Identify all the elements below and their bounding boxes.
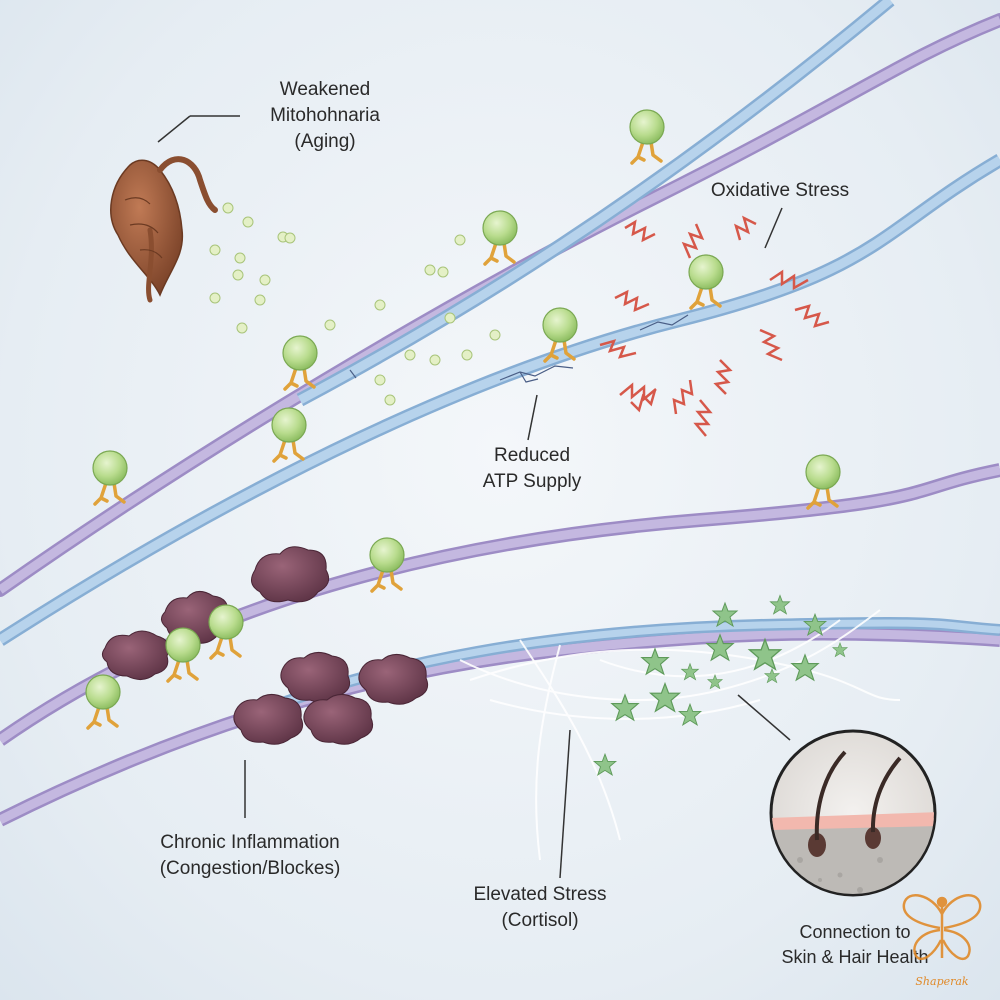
cortisol-fibers bbox=[459, 609, 901, 861]
atp-motor bbox=[369, 537, 405, 593]
label-weakened-mitochondria: Weakened Mitohohnaria (Aging) bbox=[240, 77, 410, 155]
label-line: Connection to bbox=[799, 922, 911, 942]
atp-motor bbox=[542, 307, 578, 363]
oxidative-leader bbox=[764, 207, 783, 249]
atp-leader bbox=[527, 394, 538, 441]
label-line: (Aging) bbox=[294, 131, 356, 152]
atp-motor bbox=[92, 450, 128, 506]
label-line: Elevated Stress bbox=[473, 884, 607, 905]
stress-leader bbox=[559, 729, 571, 879]
label-oxidative-stress: Oxidative Stress bbox=[690, 178, 870, 204]
skin-leader bbox=[737, 694, 791, 741]
atp-motor bbox=[85, 674, 121, 730]
atp-motor bbox=[271, 407, 307, 463]
label-line: Chronic Inflammation bbox=[160, 832, 340, 853]
atp-motor bbox=[688, 254, 724, 310]
label-line: Skin & Hair Health bbox=[781, 947, 929, 967]
label-line: Weakened bbox=[279, 79, 371, 100]
weakened-mitochondria bbox=[110, 156, 218, 303]
butterfly-icon bbox=[902, 894, 982, 961]
label-line: Reduced bbox=[493, 445, 571, 466]
watermark-logo: Shaperak bbox=[892, 884, 992, 994]
atp-motor bbox=[282, 335, 318, 391]
atp-motor bbox=[629, 109, 665, 165]
label-line: ATP Supply bbox=[482, 471, 582, 492]
label-chronic-inflammation: Chronic Inflammation (Congestion/Blockes… bbox=[130, 830, 370, 882]
label-line: (Congestion/Blockes) bbox=[159, 858, 341, 879]
cortisol-stars bbox=[592, 594, 849, 776]
label-line: (Cortisol) bbox=[501, 910, 579, 931]
label-line: Oxidative Stress bbox=[710, 180, 850, 201]
watermark-text: Shaperak bbox=[915, 975, 969, 988]
oxidative-sparks bbox=[599, 215, 830, 437]
label-reduced-atp: Reduced ATP Supply bbox=[452, 443, 612, 495]
mitochondria-leader bbox=[157, 115, 191, 143]
neuron-fibers bbox=[0, 0, 1000, 827]
atp-motor bbox=[165, 627, 201, 683]
label-skin-hair: Connection to Skin & Hair Health bbox=[760, 920, 950, 970]
label-line: Mitohohnaria bbox=[270, 105, 380, 126]
label-elevated-stress: Elevated Stress (Cortisol) bbox=[440, 882, 640, 934]
fiber-purple-middle bbox=[0, 463, 1000, 746]
inflammation-clusters bbox=[101, 546, 429, 745]
fiber-cracks bbox=[349, 314, 689, 383]
atp-motor-proteins bbox=[85, 109, 841, 730]
atp-motor bbox=[805, 454, 841, 510]
atp-dots bbox=[209, 202, 501, 406]
atp-motor bbox=[208, 604, 244, 660]
atp-motor bbox=[482, 210, 518, 266]
